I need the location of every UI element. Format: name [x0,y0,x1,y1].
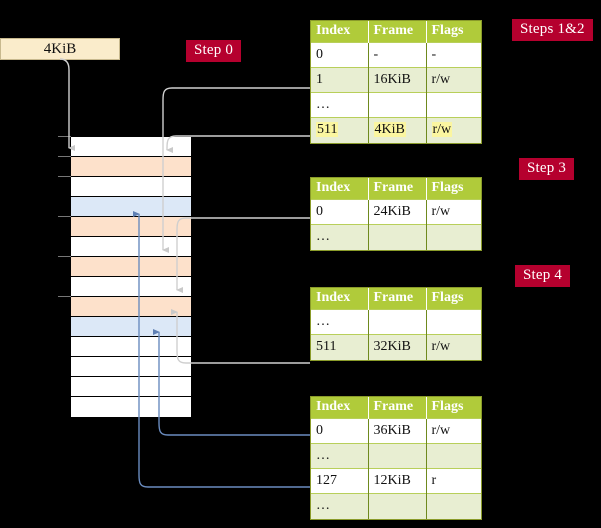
memory-row-12 [71,377,191,397]
memory-row-10 [71,337,191,357]
memory-tick-6 [58,256,71,257]
table-pd-header-frame: Frame [368,288,427,310]
badge-steps-1-2-label: Steps 1&2 [520,21,585,37]
memory-tick-8 [58,296,71,297]
table-pd-cell [426,309,481,335]
table-pt-cell: … [311,493,369,519]
table-pml4-cell: … [311,92,369,118]
table-pt-row: … [311,493,481,519]
table-pd-cell: r/w [426,334,481,360]
table-pml4-header-flags: Flags [426,21,481,43]
memory-row-3 [71,197,191,217]
badge-steps-1-2: Steps 1&2 [512,19,593,41]
highlighted-value: 511 [316,121,339,137]
memory-row-0 [71,137,191,157]
badge-step-3-label: Step 3 [527,160,567,176]
memory-tick-2 [58,176,71,177]
memory-row-13 [71,397,191,417]
memory-row-9 [71,317,191,337]
memory-tick-0 [58,136,71,137]
table-pt-cell: … [311,443,369,469]
table-pml4-cell: 511 [311,117,369,143]
table-pdpt-cell [426,224,481,250]
table-pml4-cell [368,92,427,118]
table-pd-cell: 511 [311,334,369,360]
table-pt-cell [368,443,427,469]
table-pd-cell [368,309,427,335]
table-pdpt-cell: 24KiB [368,199,427,225]
table-pdpt-row: … [311,224,481,250]
table-pt-cell: r [426,468,481,494]
highlighted-value: 4KiB [373,121,406,137]
memory-column [70,136,191,417]
table-pt-header-frame: Frame [368,397,427,419]
table-pdpt-cell: r/w [426,199,481,225]
memory-row-2 [71,177,191,197]
memory-row-6 [71,257,191,277]
table-pt-header-flags: Flags [426,397,481,419]
table-pdpt-cell [368,224,427,250]
badge-step-3: Step 3 [519,158,575,180]
table-pml4-row: 0-- [311,42,481,68]
highlighted-value: r/w [431,121,453,137]
table-pml4-row: 511 4KiB r/w [311,117,481,143]
table-pml4-cell: 4KiB [368,117,427,143]
table-pd-row: … [311,309,481,335]
request-size-box: 4KiB [0,38,120,60]
table-pdpt-cell: 0 [311,199,369,225]
table-pt-cell [426,443,481,469]
table-pt-cell: 36KiB [368,418,427,444]
memory-row-7 [71,277,191,297]
table-pt-cell: 0 [311,418,369,444]
table-pml4-cell: - [368,42,427,68]
table-pml4-cell: - [426,42,481,68]
table-pd-cell: 32KiB [368,334,427,360]
table-pml4-cell: r/w [426,117,481,143]
memory-row-11 [71,357,191,377]
table-pt-cell: 127 [311,468,369,494]
table-pt-cell [426,493,481,519]
table-pd-header-flags: Flags [426,288,481,310]
table-pml4-header-index: Index [311,21,369,43]
badge-step-0: Step 0 [186,40,242,62]
memory-tick-4 [58,216,71,217]
table-pdpt-header-index: Index [311,178,369,200]
table-pt-row: … [311,443,481,469]
table-pdpt-header-flags: Flags [426,178,481,200]
memory-row-1 [71,157,191,177]
table-pd-header-index: Index [311,288,369,310]
request-size-label: 4KiB [43,41,77,57]
table-pml4-cell: 16KiB [368,67,427,93]
table-pdpt-header-frame: Frame [368,178,427,200]
memory-tick-1 [58,156,71,157]
memory-row-5 [71,237,191,257]
table-pml4-cell: 0 [311,42,369,68]
badge-step-4: Step 4 [515,265,571,287]
table-pml4-header-frame: Frame [368,21,427,43]
table-pt-cell [368,493,427,519]
table-pml4-cell: r/w [426,67,481,93]
table-pd-cell: … [311,309,369,335]
badge-step-0-label: Step 0 [194,42,234,58]
memory-row-8 [71,297,191,317]
table-pml4-cell [426,92,481,118]
table-pt-cell: 12KiB [368,468,427,494]
table-pt-cell: r/w [426,418,481,444]
table-pt-header-index: Index [311,397,369,419]
table-pml4-row: … [311,92,481,118]
memory-row-4 [71,217,191,237]
table-pdpt-cell: … [311,224,369,250]
table-pml4-cell: 1 [311,67,369,93]
badge-step-4-label: Step 4 [523,267,563,283]
